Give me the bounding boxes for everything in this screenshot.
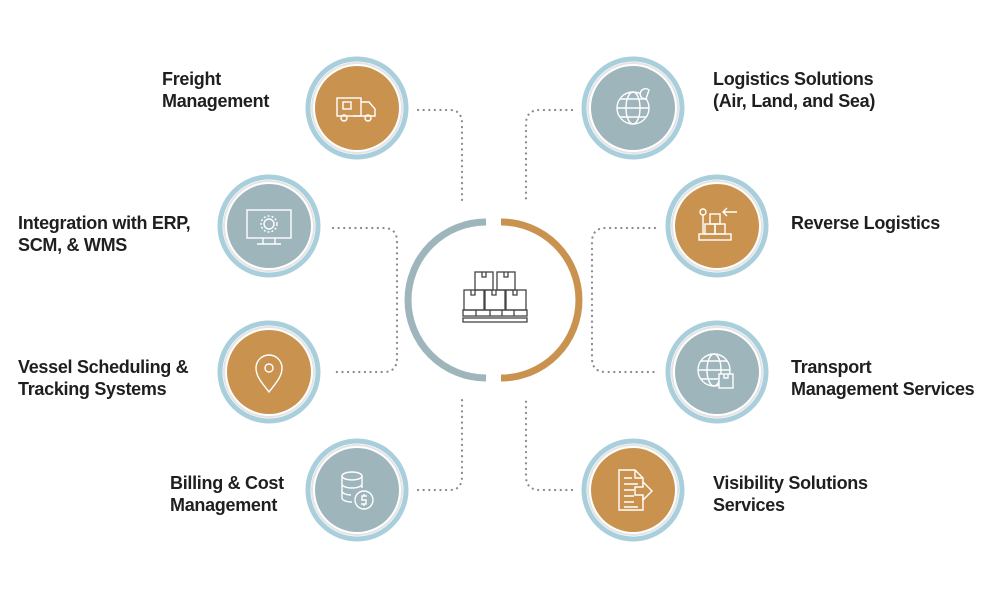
location-pin-icon — [255, 354, 283, 394]
label-line: Logistics Solutions — [713, 69, 874, 89]
node-outer-ring — [581, 56, 685, 160]
connector-billing — [416, 398, 464, 492]
node-disc — [315, 66, 399, 150]
label-line: Transport — [791, 357, 872, 377]
connector-integration-vessel — [331, 226, 399, 374]
node-visibility — [581, 438, 685, 542]
label-line: Integration with ERP, — [18, 213, 191, 233]
globe-box-icon — [697, 353, 734, 389]
node-inner-ring — [671, 180, 763, 272]
coins-dollar-icon — [341, 471, 374, 510]
truck-icon — [336, 97, 376, 122]
node-outer-ring — [665, 320, 769, 424]
document-arrow-icon — [618, 469, 653, 511]
monitor-gear-icon — [246, 209, 292, 245]
node-freight — [305, 56, 409, 160]
node-reverse — [665, 174, 769, 278]
label-line: SCM, & WMS — [18, 235, 127, 255]
node-integration — [217, 174, 321, 278]
connectors — [331, 108, 657, 492]
label-line: Visibility Solutions — [713, 473, 868, 493]
label-line: Freight — [162, 69, 221, 89]
label-line: Management — [170, 495, 278, 515]
node-inner-ring — [311, 444, 403, 536]
node-transport — [665, 320, 769, 424]
node-outer-ring — [305, 56, 409, 160]
center-hub — [404, 218, 583, 382]
node-outer-ring — [217, 320, 321, 424]
center-arc-left — [404, 218, 487, 382]
label-reverse: Reverse Logistics — [791, 212, 940, 234]
label-line: Management — [162, 91, 270, 111]
node-disc — [227, 184, 311, 268]
label-line: Tracking Systems — [18, 379, 167, 399]
label-line: Billing & Cost — [170, 473, 284, 493]
node-inner-ring — [587, 62, 679, 154]
label-logistics: Logistics Solutions(Air, Land, and Sea) — [713, 68, 875, 112]
node-disc — [315, 448, 399, 532]
node-disc — [675, 184, 759, 268]
label-vessel: Vessel Scheduling &Tracking Systems — [18, 356, 189, 400]
node-inner-ring — [223, 326, 315, 418]
label-line: Vessel Scheduling & — [18, 357, 189, 377]
node-outer-ring — [665, 174, 769, 278]
connector-reverse-transport — [590, 226, 657, 374]
label-line: Services — [713, 495, 785, 515]
globe-pin-icon — [616, 87, 650, 125]
node-vessel — [217, 320, 321, 424]
node-outer-ring — [305, 438, 409, 542]
pallet-boxes-icon — [462, 271, 528, 323]
node-disc — [675, 330, 759, 414]
node-inner-ring — [223, 180, 315, 272]
node-billing — [305, 438, 409, 542]
center-arc-right — [500, 218, 583, 382]
connector-visibility — [524, 398, 574, 492]
node-outer-ring — [217, 174, 321, 278]
boxes-return-icon — [698, 207, 737, 241]
node-inner-ring — [587, 444, 679, 536]
node-logistics — [581, 56, 685, 160]
connector-freight — [416, 108, 464, 202]
node-outer-ring — [581, 438, 685, 542]
label-line: Reverse Logistics — [791, 213, 940, 233]
label-integration: Integration with ERP,SCM, & WMS — [18, 212, 191, 256]
label-line: (Air, Land, and Sea) — [713, 91, 876, 111]
connector-logistics — [524, 108, 574, 202]
node-inner-ring — [671, 326, 763, 418]
node-inner-ring — [311, 62, 403, 154]
label-line: Management Services — [791, 379, 975, 399]
